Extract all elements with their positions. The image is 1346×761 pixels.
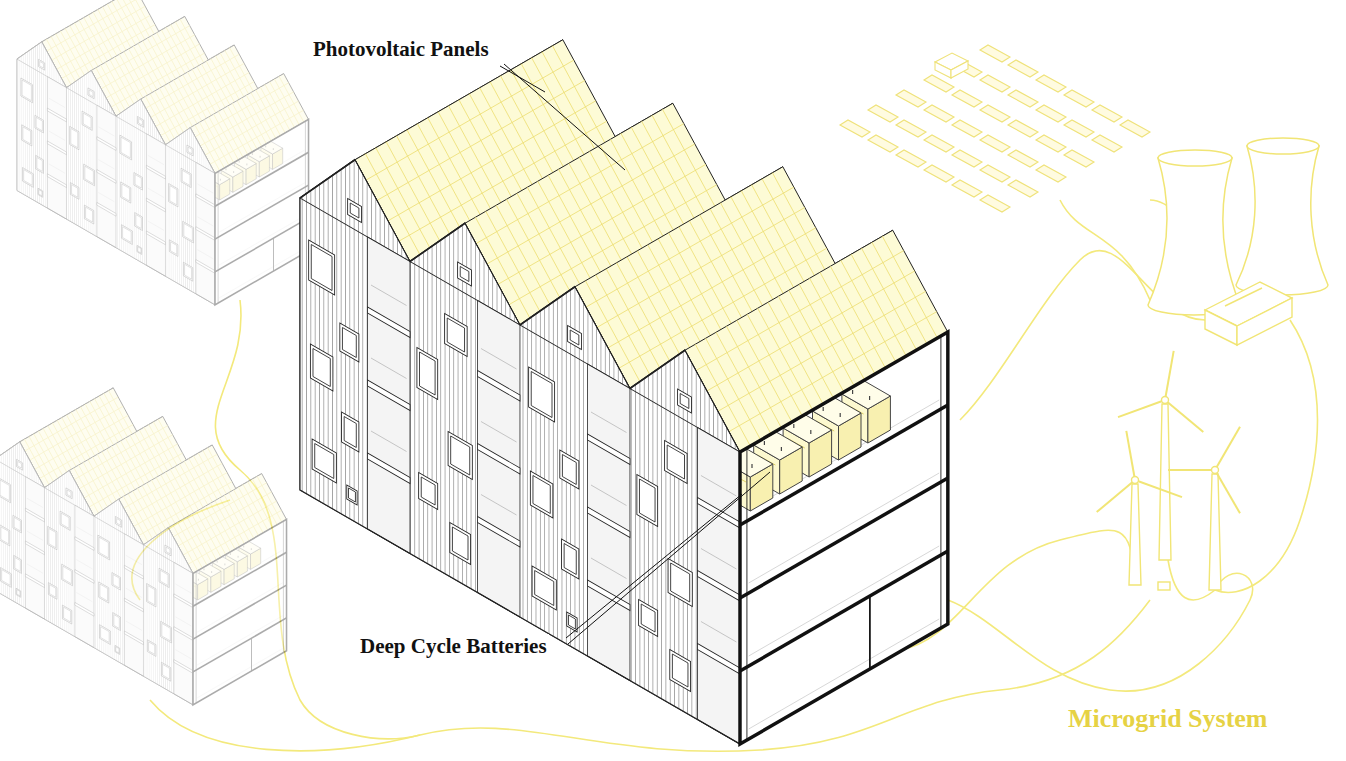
cooling-tower: [1148, 158, 1240, 315]
solar-farm: [980, 45, 1150, 137]
wind-turbine: [1097, 480, 1135, 512]
callout-label-box: Photovoltaic Panels: [311, 37, 491, 61]
cooling-tower: [1148, 138, 1328, 315]
wind-turbine: [1097, 351, 1240, 590]
cooling-tower: [1236, 146, 1328, 295]
inverter-box: [935, 62, 951, 78]
wind-turbine: [1158, 582, 1170, 590]
title-text: Microgrid System: [1066, 704, 1270, 734]
wind-turbine: [1126, 431, 1135, 480]
faded-building: [17, 0, 309, 305]
wind-turbine: [1168, 469, 1215, 471]
solar-farm: [840, 120, 1010, 212]
wind-turbine: [1165, 351, 1174, 400]
wind-turbine: [1132, 477, 1139, 484]
title-text-box: Microgrid System: [1066, 704, 1270, 734]
substation-box: [1225, 288, 1262, 306]
wind-turbine: [1215, 427, 1240, 470]
microgrid-wire: [1060, 200, 1150, 300]
wind-turbine: [1209, 474, 1221, 590]
cooling-tower: [1247, 138, 1319, 154]
faded-building: [0, 388, 287, 705]
wind-turbine: [1162, 397, 1169, 404]
inverter-box: [935, 53, 968, 78]
callout-label: Deep Cycle Batteries: [358, 634, 549, 658]
wind-turbine: [1215, 470, 1240, 513]
leader-line: [500, 66, 545, 92]
microgrid-wire: [948, 573, 1253, 691]
wind-turbine: [1135, 480, 1182, 497]
wind-turbine: [1118, 400, 1165, 417]
wind-turbine: [1129, 484, 1141, 585]
solar-farm: [868, 105, 1038, 197]
callout-label-box: Deep Cycle Batteries: [358, 634, 549, 658]
wind-turbine: [1159, 404, 1171, 560]
solar-farm: [840, 45, 1150, 212]
substation-box: [1205, 282, 1292, 345]
leader-line: [566, 494, 742, 638]
solar-farm: [952, 60, 1122, 152]
microgrid-wire: [1215, 320, 1318, 592]
substation-box: [1237, 298, 1292, 345]
microgrid-wire: [1168, 560, 1215, 600]
cooling-tower: [1158, 150, 1232, 166]
leader-line: [568, 472, 770, 644]
wind-turbine: [1165, 400, 1203, 432]
substation-box: [1205, 310, 1237, 345]
callout-label: Photovoltaic Panels: [311, 37, 491, 61]
solar-farm: [924, 75, 1094, 167]
leader-line: [504, 64, 625, 170]
main-building: [300, 40, 948, 744]
wind-turbine: [1212, 467, 1219, 474]
inverter-box: [951, 61, 968, 78]
leader-line: [500, 64, 770, 644]
solar-farm: [896, 90, 1066, 182]
